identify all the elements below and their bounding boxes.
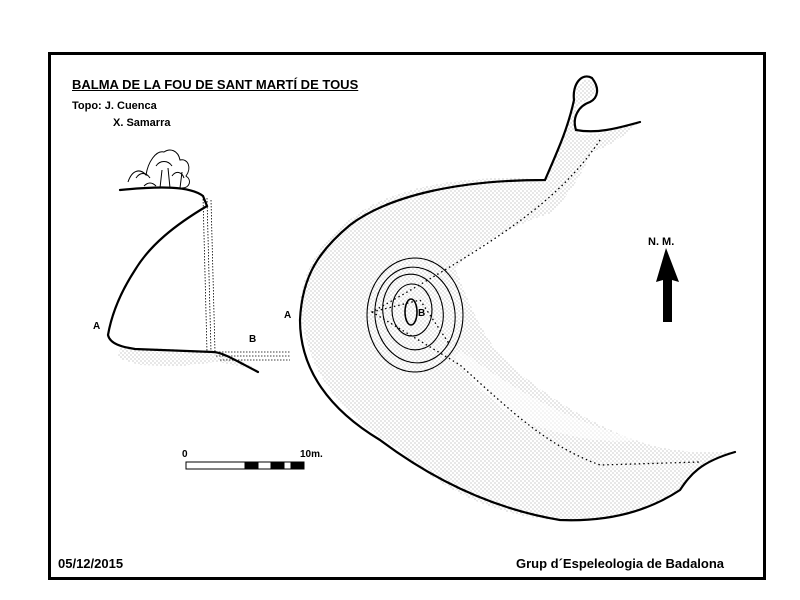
plan-outline — [298, 75, 642, 322]
scale-bar — [185, 461, 305, 470]
water-flow-lines — [202, 195, 290, 361]
section-label-a: A — [93, 321, 101, 332]
plan-inner-unstippled — [455, 152, 592, 290]
boulder-contours — [366, 257, 464, 373]
surveyor-credit: Topo: J. Cuenca — [72, 100, 157, 112]
plan-label-b: B — [418, 308, 426, 319]
plan-outline-lower — [298, 318, 737, 522]
scale-start-label: 0 — [182, 449, 188, 460]
plan-cave-area — [300, 79, 735, 520]
section-outline — [106, 186, 260, 374]
survey-date: 05/12/2015 — [58, 556, 124, 571]
map-frame — [48, 52, 766, 580]
scale-end-label: 10m. — [300, 449, 323, 460]
north-arrow-icon — [656, 248, 679, 322]
tree-icon — [127, 149, 190, 189]
surveyor-credit-second: X. Samarra — [113, 117, 171, 129]
map-title: BALMA DE LA FOU DE SANT MARTÍ DE TOUS — [72, 77, 359, 92]
survey-traverse-branch — [371, 299, 451, 346]
organization-credit: Grup d´Espeleologia de Badalona — [516, 556, 725, 571]
north-label: N. M. — [648, 236, 675, 248]
cave-plan — [298, 75, 737, 522]
plan-lower-unstippled — [455, 350, 640, 442]
plan-label-a: A — [284, 310, 292, 321]
section-floor-sediment — [118, 347, 258, 370]
cross-section — [106, 149, 290, 374]
section-label-b: B — [249, 334, 257, 345]
